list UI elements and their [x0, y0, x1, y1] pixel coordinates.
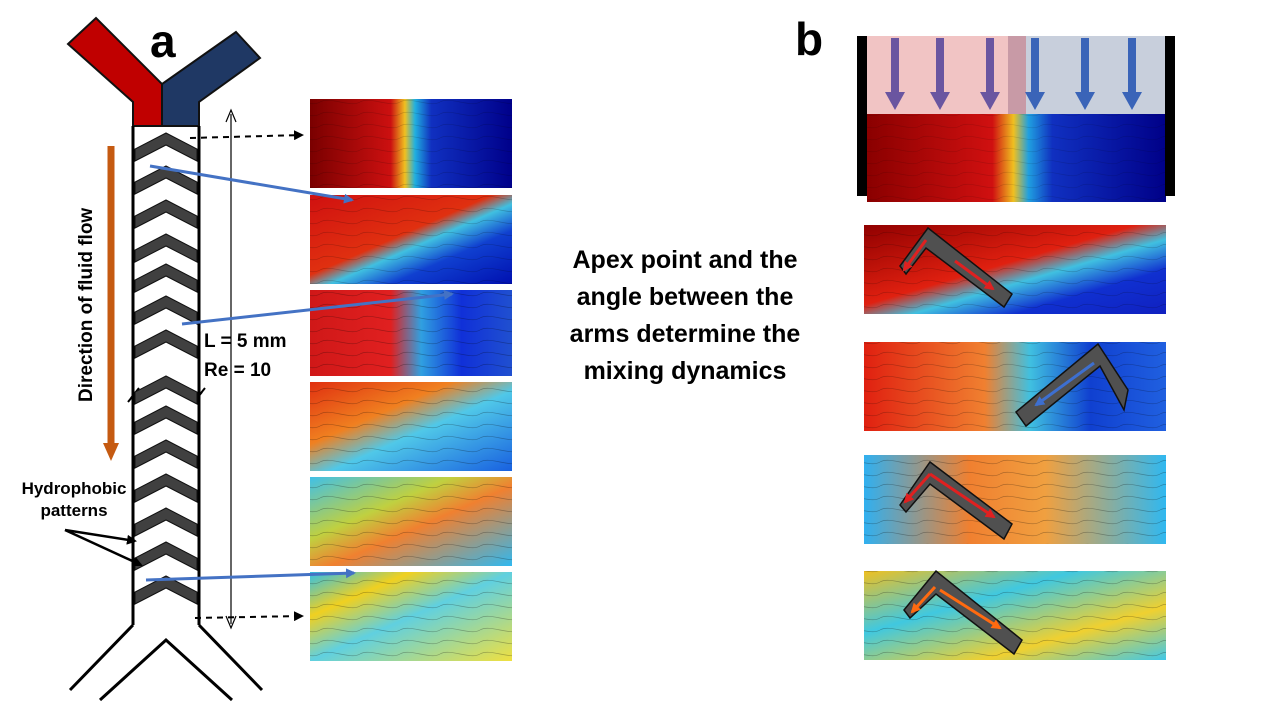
caption-line-4: mixing dynamics [583, 357, 787, 385]
orange-flow-arrow [910, 585, 937, 614]
inflow-arrow-shaft [1128, 38, 1136, 93]
chevron-pattern-icon [134, 575, 198, 605]
inflow-arrow-head [980, 92, 1000, 110]
chevron-pattern-icon [134, 405, 198, 435]
inflow-arrow-shaft [936, 38, 944, 93]
inflow-arrow-head [1122, 92, 1142, 110]
slice-a2-contours [310, 195, 512, 284]
panel-a-letter: a [150, 15, 176, 67]
flow-direction-label: Direction of fluid flow [76, 207, 97, 402]
channel-cross-section [857, 36, 1175, 202]
slice-a3-contours [310, 290, 512, 376]
chevron-pattern-icon [134, 329, 198, 359]
inflow-zone-mix [1008, 36, 1026, 114]
chevron-patterns [134, 132, 198, 605]
inflow-arrow-shaft [986, 38, 994, 93]
chevron-pattern-icon [134, 473, 198, 503]
inflow-arrow-head [885, 92, 905, 110]
caption-line-1: Apex point and the [572, 246, 798, 274]
connector-arrow-icon [149, 164, 354, 204]
inlet-slice-pointer [189, 130, 304, 141]
hydrophobic-label-line2: patterns [40, 501, 108, 520]
reynolds-parameter: Re = 10 [204, 360, 272, 381]
cross-section-contours [867, 114, 1166, 202]
red-flow-arrow [954, 259, 995, 291]
hydrophobic-pointer-1 [64, 528, 137, 545]
blue-flow-arrow [1034, 361, 1095, 407]
inflow-zone-navy [1020, 36, 1166, 114]
chevron-overlay-b2 [1014, 342, 1129, 428]
slice-a5-contours [310, 477, 512, 566]
cross-section-left-wall [857, 36, 867, 196]
slice-a4-contours [310, 382, 512, 471]
chevron-overlay-b3 [899, 460, 1013, 541]
concentration-slices-a [310, 99, 512, 661]
inlet-red-arm [66, 16, 163, 127]
orange-flow-arrow [939, 588, 1002, 630]
chevron-pattern-icon [899, 460, 1013, 541]
caption-line-2: angle between the [576, 283, 794, 311]
inflow-arrow-head [1025, 92, 1045, 110]
chevron-pattern-icon [134, 439, 198, 469]
hydrophobic-label-line1: Hydrophobic [21, 479, 127, 498]
red-flow-arrow [903, 473, 932, 504]
chevron-pattern-icon [134, 165, 198, 195]
slice-b1-contours [864, 225, 1166, 314]
inflow-arrows [885, 38, 1142, 110]
inflow-arrow-head [930, 92, 950, 110]
concentration-slices-b [864, 225, 1166, 660]
chevron-pattern-icon [134, 132, 198, 162]
length-parameter: L = 5 mm [204, 331, 287, 352]
panel-b-letter: b [795, 13, 824, 65]
mixing-caption: Apex point and the angle between the arms … [540, 242, 830, 390]
chevron-pattern-icon [134, 541, 198, 571]
dimension-tick-bottom [225, 615, 237, 630]
outlet-right-branch [197, 623, 264, 692]
hydrophobic-label: Hydrophobic patterns [4, 478, 144, 522]
chevron-pattern-icon [134, 263, 198, 293]
connector-arrow-icon [181, 289, 454, 326]
red-flow-arrow [929, 472, 996, 519]
hydrophobic-pointer-2 [64, 528, 143, 567]
slice-a1-contours [310, 99, 512, 188]
chevron-pattern-icon [134, 295, 198, 325]
chevron-pattern-icon [134, 375, 198, 405]
dimension-tick-top [225, 108, 237, 123]
outlet-left-branch [68, 623, 135, 692]
slice-a6-contours [310, 572, 512, 661]
red-flow-arrow [902, 239, 928, 272]
chevron-pattern-icon [134, 199, 198, 229]
chevron-overlay-b4 [903, 569, 1023, 656]
cross-section-right-wall [1165, 36, 1175, 196]
chevron-overlay-b1 [899, 226, 1013, 309]
break-mark-right [193, 387, 206, 403]
inflow-arrow-head [1075, 92, 1095, 110]
inflow-arrow-shaft [1031, 38, 1039, 93]
inlet-navy-arm [161, 30, 262, 127]
chevron-pattern-icon [134, 507, 198, 537]
outlet-divider [98, 637, 234, 702]
chevron-pattern-icon [903, 569, 1023, 656]
outlet-slice-pointer [194, 611, 304, 622]
caption-line-3: arms determine the [569, 320, 801, 348]
connector-arrow-icon [145, 568, 356, 582]
inflow-arrow-shaft [891, 38, 899, 93]
chevron-pattern-icon [134, 233, 198, 263]
microchannel [66, 16, 264, 702]
inflow-arrow-shaft [1081, 38, 1089, 93]
